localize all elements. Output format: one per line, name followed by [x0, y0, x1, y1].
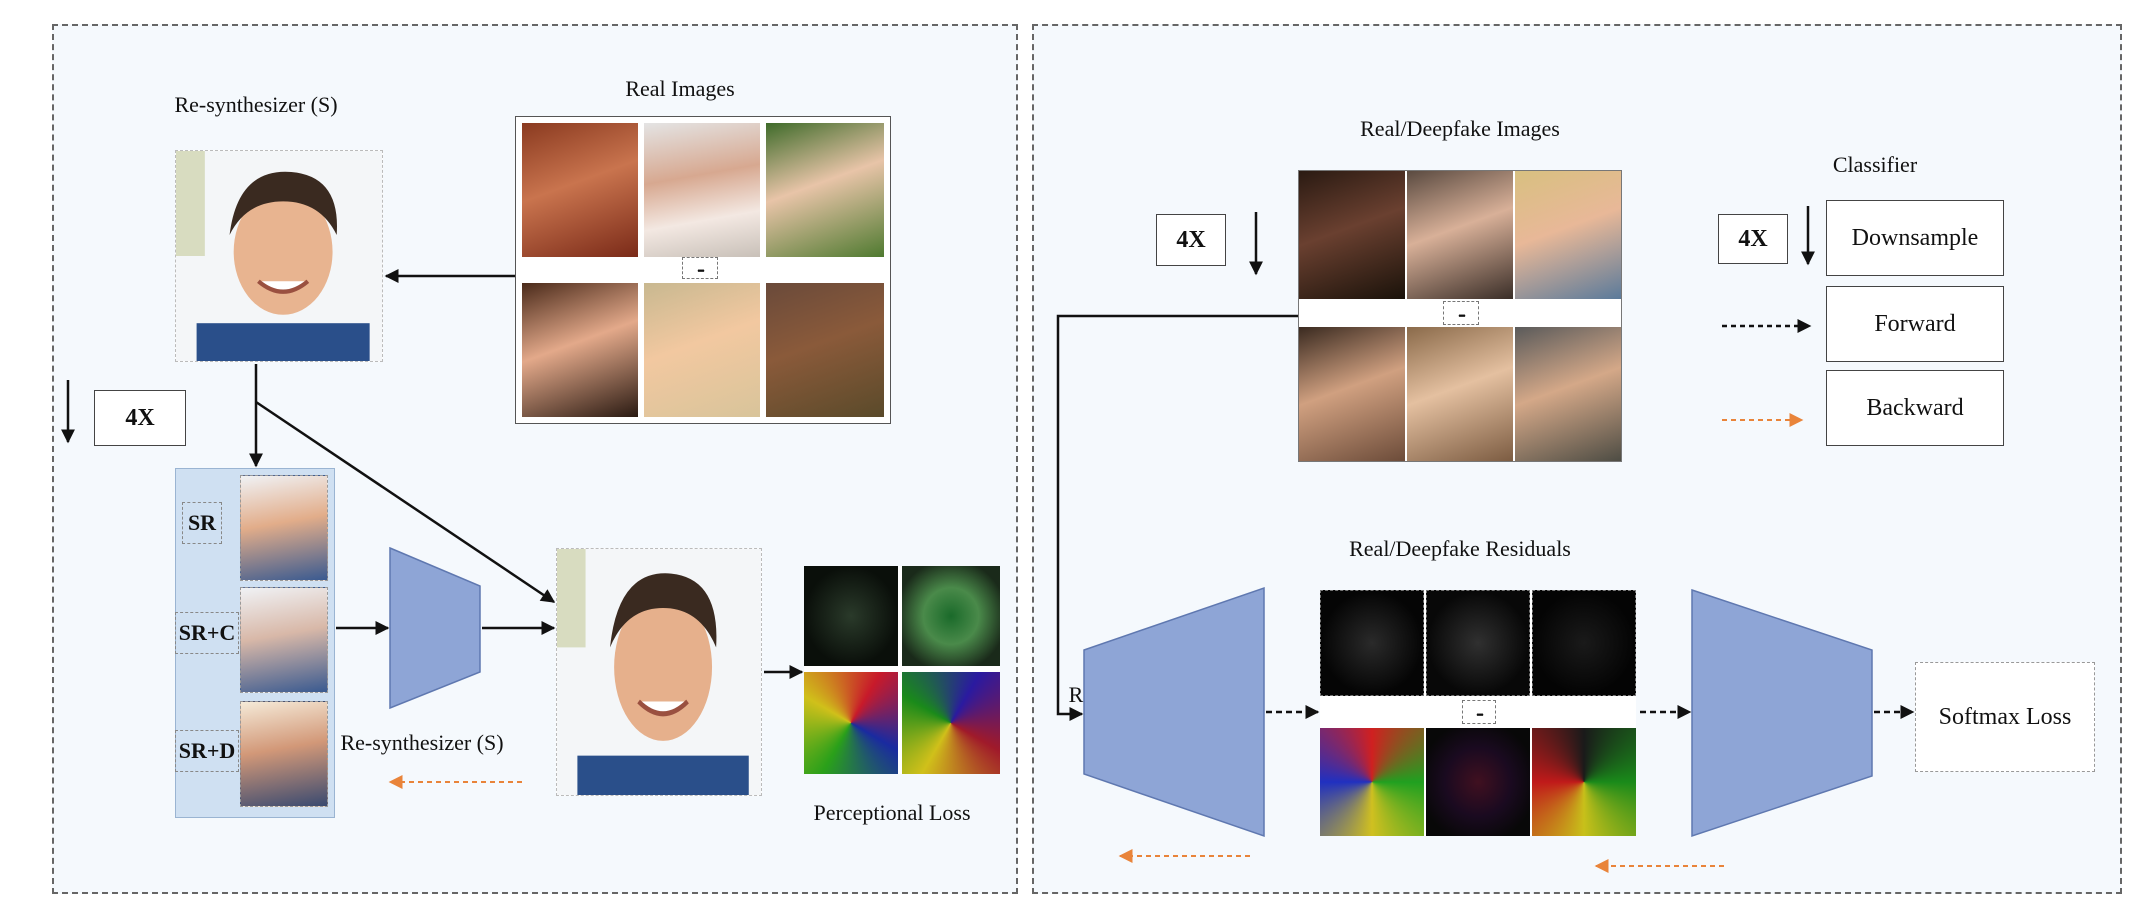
- resynthesizer-right-label-1: Re-synthesizer: [1068, 682, 1200, 707]
- sr-face: [240, 475, 328, 581]
- perceptional-loss-label: Perceptional Loss: [813, 800, 971, 825]
- residual-6: [1532, 728, 1636, 836]
- legend-scale-4x-box: 4X: [1718, 214, 1788, 264]
- rd-ellipsis-indicator: ...: [1443, 301, 1479, 325]
- scale-4x-box-right: 4X: [1156, 214, 1226, 266]
- legend-downsample-box: Downsample: [1826, 200, 2004, 276]
- ellipsis-indicator: ...: [682, 257, 718, 279]
- classifier-title: Classifier: [1832, 152, 1918, 177]
- real-images-label: Real Images: [625, 76, 735, 101]
- legend-forward-box: Forward: [1826, 286, 2004, 362]
- sr-tag: SR: [182, 502, 222, 544]
- resynthesizer-mid-label: Re-synthesizer (S): [340, 730, 504, 755]
- rd-face-5: [1407, 327, 1513, 461]
- sr-d-tag: SR+D: [175, 730, 239, 772]
- perceptional-loss-maps: [804, 566, 1000, 774]
- resynthesizer-right-label-2: (S): [1120, 714, 1148, 739]
- real-face-4: [522, 283, 638, 417]
- cnn-label: CNN: [1746, 703, 1798, 729]
- softmax-loss-box: Softmax Loss: [1915, 662, 2095, 772]
- residual-4: [1320, 728, 1424, 836]
- sr-c-tag: SR+C: [175, 612, 239, 654]
- rd-face-1: [1299, 171, 1405, 299]
- residual-3: [1532, 590, 1636, 696]
- legend-backward-box: Backward: [1826, 370, 2004, 446]
- real-deepfake-images-label: Real/Deepfake Images: [1360, 116, 1560, 141]
- residual-2: [1426, 590, 1530, 696]
- real-deepfake-images-grid: ...: [1298, 170, 1622, 462]
- real-face-3: [766, 123, 884, 257]
- residual-1: [1320, 590, 1424, 696]
- loss-map-3: [804, 672, 898, 774]
- output-face-image: [556, 548, 762, 796]
- real-face-5: [644, 283, 760, 417]
- loss-map-4: [902, 672, 1000, 774]
- loss-map-2: [902, 566, 1000, 666]
- loss-map-1: [804, 566, 898, 666]
- residuals-grid: ...: [1320, 590, 1636, 836]
- scale-4x-box-left: 4X: [94, 390, 186, 446]
- rd-face-4: [1299, 327, 1405, 461]
- real-face-1: [522, 123, 638, 257]
- residual-5: [1426, 728, 1530, 836]
- rd-face-6: [1515, 327, 1621, 461]
- resynthesizer-top-label: Re-synthesizer (S): [174, 92, 338, 117]
- real-deepfake-residuals-label: Real/Deepfake Residuals: [1349, 536, 1571, 561]
- sr-c-face: [240, 587, 328, 693]
- sr-d-face: [240, 701, 328, 807]
- real-face-2: [644, 123, 760, 257]
- rd-face-3: [1515, 171, 1621, 299]
- resynthesized-face-image: [175, 150, 383, 362]
- residual-ellipsis-indicator: ...: [1462, 700, 1496, 724]
- rd-face-2: [1407, 171, 1513, 299]
- real-face-6: [766, 283, 884, 417]
- real-images-grid: ...: [515, 116, 891, 424]
